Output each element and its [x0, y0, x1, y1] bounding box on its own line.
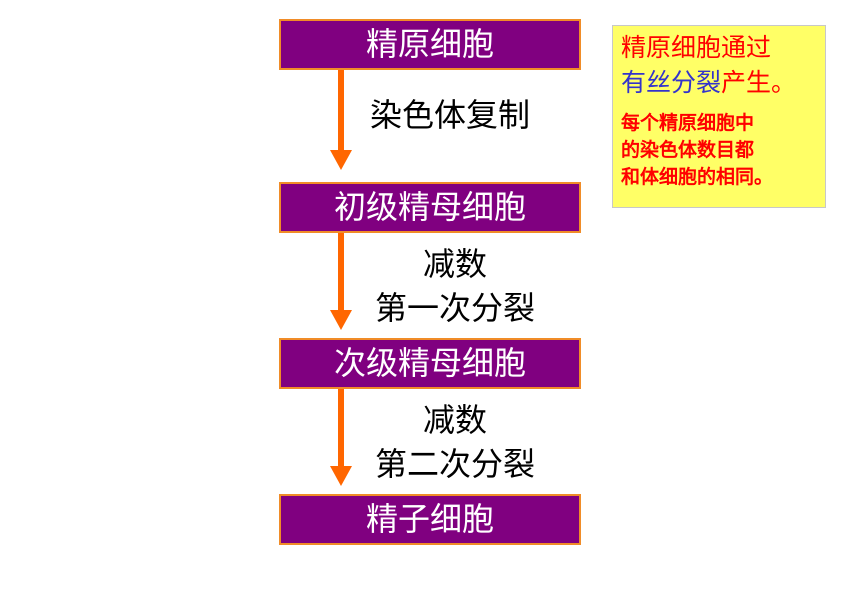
note-highlight-mitosis: 有丝分裂	[621, 68, 722, 97]
note-line-2: 有丝分裂产生。	[621, 65, 825, 100]
note-main-text: 精原细胞通过 有丝分裂产生。	[621, 30, 825, 100]
step-label-line: 减数	[422, 245, 487, 283]
spermatogonium-box: 精原细胞	[279, 19, 581, 70]
step-label-replication: 染色体复制	[370, 93, 530, 137]
secondary-spermatocyte-box: 次级精母细胞	[279, 338, 581, 389]
note-line-2-rest: 产生。	[721, 68, 797, 97]
step-label-line: 染色体复制	[370, 96, 531, 134]
primary-spermatocyte-box: 初级精母细胞	[279, 182, 581, 233]
arrow-down-icon	[330, 233, 352, 330]
step-label-meiosis-1: 减数 第一次分裂	[355, 242, 555, 330]
step-label-line: 第一次分裂	[374, 289, 535, 327]
note-box: 精原细胞通过 有丝分裂产生。 每个精原细胞中 的染色体数目都 和体细胞的相同。	[612, 25, 826, 208]
arrow-down-icon	[330, 389, 352, 486]
spermatid-box: 精子细胞	[279, 494, 581, 545]
step-label-meiosis-2: 减数 第二次分裂	[355, 398, 555, 486]
note-detail-line: 每个精原细胞中	[621, 112, 755, 134]
note-line-1: 精原细胞通过	[621, 33, 772, 62]
note-detail-line: 和体细胞的相同。	[621, 166, 774, 188]
step-label-line: 第二次分裂	[374, 445, 535, 483]
note-detail-line: 的染色体数目都	[621, 139, 755, 161]
arrow-down-icon	[330, 70, 352, 170]
note-detail-text: 每个精原细胞中 的染色体数目都 和体细胞的相同。	[621, 110, 825, 191]
step-label-line: 减数	[422, 401, 487, 439]
